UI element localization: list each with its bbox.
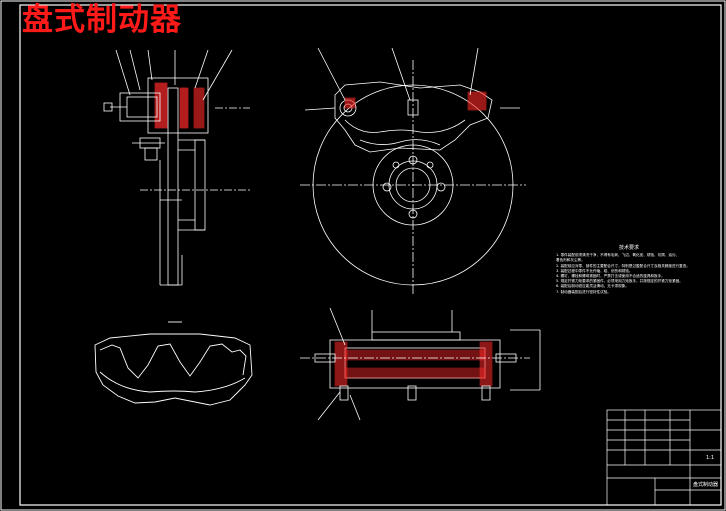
technical-notes: 技术要求 1. 零件装配前须清洗干净，不得有毛刺、飞边、氧化皮、锈蚀、切屑、油污… <box>556 245 702 295</box>
technical-note-line: 着色剂和灰尘等。 <box>556 258 585 263</box>
drawing-frame-inner <box>19 4 722 506</box>
technical-note-line: 1. 零件装配前须清洗干净，不得有毛刺、飞边、氧化皮、锈蚀、切屑、油污、 <box>556 253 680 258</box>
technical-note-line: 5. 规定拧紧力矩要求的紧固件，必须采用力矩扳手，并按规定的拧紧力矩紧固。 <box>556 279 683 284</box>
brake-pad-view <box>94 321 253 406</box>
drawing-title: 盘式制动器 <box>22 2 182 38</box>
front-view <box>300 47 526 295</box>
technical-note-line: 2. 装配前应对零、部件的主要配合尺寸，特别是过盈配合尺寸及相关精度进行复查。 <box>556 263 690 268</box>
technical-note-line: 7. 制动器装配后进行密封性试验。 <box>556 289 611 294</box>
technical-note-line: 3. 装配过程中零件不允许磕、碰、划伤和锈蚀。 <box>556 268 633 273</box>
title-block-drawing-name: 盘式制动器 <box>693 482 719 488</box>
technical-note-line: 6. 装配后制动钳应能灵活滑动，无卡滞现象。 <box>556 284 629 289</box>
technical-note-line: 4. 螺钉、螺栓和螺母紧固时，严禁打击或使用不合适的旋具和扳手。 <box>556 274 665 279</box>
title-block <box>606 409 722 506</box>
technical-notes-title: 技术要求 <box>618 245 639 251</box>
title-block-scale: 1:1 <box>706 455 715 461</box>
section-aa-view <box>300 307 541 421</box>
side-section-view <box>103 49 250 286</box>
